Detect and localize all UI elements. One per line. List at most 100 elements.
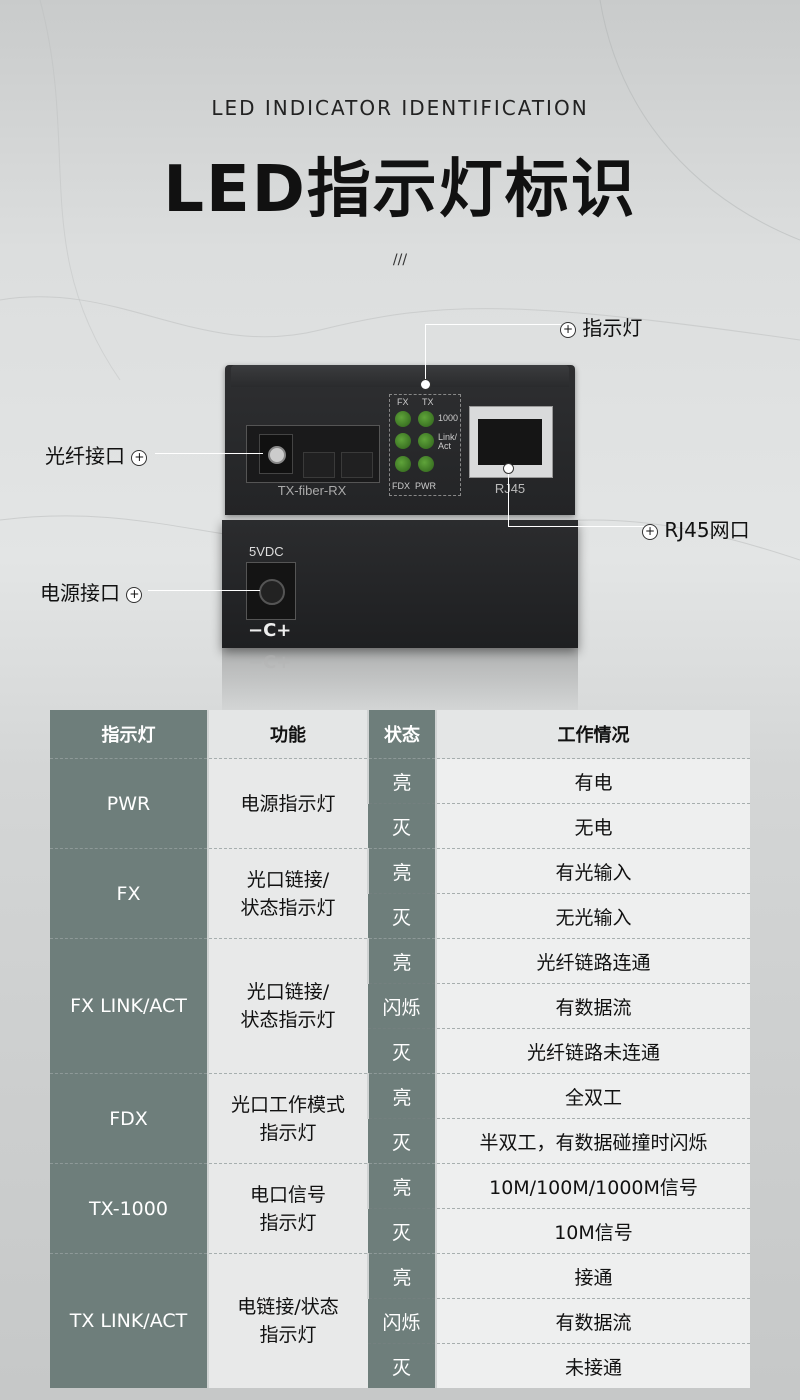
header-state: 状态 (367, 710, 436, 759)
led-pwr-icon (418, 456, 434, 472)
desc-cell: 10M/100M/1000M信号 (435, 1163, 750, 1209)
desc-cell: 全双工 (435, 1073, 750, 1119)
desc-cell: 未接通 (435, 1343, 750, 1388)
led-panel: FX TX 1000 Link/ Act FDX PWR (389, 394, 461, 496)
state-cell: 灭 (368, 803, 436, 849)
table-row: 闪烁 有数据流 (50, 983, 750, 1029)
callout-fiber: 光纤接口 + (45, 440, 148, 469)
dc-jack (246, 562, 296, 620)
table-row: 灭 无光输入 (50, 893, 750, 939)
desc-cell: 光纤链路未连通 (435, 1028, 750, 1074)
function-cell: 光口链接/状态指示灯 (207, 938, 368, 1074)
state-cell: 闪烁 (368, 983, 436, 1029)
state-cell: 灭 (368, 893, 436, 939)
dc-polarity-symbol: −C+ (248, 620, 292, 641)
fiber-port (246, 425, 380, 483)
rj45-port-label: RJ45 (494, 481, 526, 496)
table-row: 闪烁 有数据流 (50, 1298, 750, 1344)
state-cell: 灭 (368, 1343, 436, 1388)
table-row: 灭 半双工，有数据碰撞时闪烁 (50, 1118, 750, 1164)
function-cell: 光口工作模式指示灯 (207, 1073, 368, 1164)
indicator-cell: FX (50, 848, 208, 939)
state-cell: 闪烁 (368, 1298, 436, 1344)
state-cell: 亮 (367, 1073, 436, 1119)
callout-rj45: + RJ45网口 (642, 514, 750, 543)
table-row: 灭 10M信号 (50, 1208, 750, 1254)
dc-label: 5VDC (249, 544, 284, 559)
desc-cell: 有数据流 (435, 1298, 750, 1344)
callout-line-indicator (425, 324, 426, 382)
page-subtitle: LED INDICATOR IDENTIFICATION (211, 96, 589, 120)
table-row: 灭 无电 (50, 803, 750, 849)
desc-cell: 光纤链路连通 (435, 938, 750, 984)
table-row: FX 光口链接/状态指示灯 亮 有光输入 (50, 848, 750, 939)
callout-dot-indicator (420, 379, 431, 390)
state-cell: 亮 (367, 848, 436, 894)
indicator-cell: TX LINK/ACT (50, 1253, 208, 1388)
page-title: LED指示灯标识 (163, 153, 637, 227)
plus-icon: + (642, 523, 658, 540)
table-row: PWR 电源指示灯 亮 有电 (50, 758, 750, 849)
desc-cell: 无电 (435, 803, 750, 849)
callout-line-rj45 (508, 468, 509, 526)
led-tx-icon (418, 411, 434, 427)
indicator-cell: TX-1000 (50, 1163, 208, 1254)
state-cell: 亮 (367, 1163, 436, 1209)
led-fx-link-icon (395, 433, 411, 449)
callout-line-fiber (155, 453, 263, 454)
fiber-core-icon (268, 446, 286, 464)
state-cell: 灭 (368, 1028, 436, 1074)
fiber-port-label: TX-fiber-RX (277, 483, 347, 498)
led-fx-icon (395, 411, 411, 427)
state-cell: 灭 (368, 1118, 436, 1164)
state-cell: 亮 (367, 938, 436, 984)
header-function: 功能 (207, 710, 368, 759)
desc-cell: 有电 (435, 758, 750, 804)
table-row: 灭 未接通 (50, 1343, 750, 1388)
decorative-slashes: /// (392, 252, 408, 268)
indicator-cell: PWR (50, 758, 208, 849)
led-label-tx: TX (422, 397, 434, 407)
callout-dot-rj45 (503, 463, 514, 474)
led-fdx-icon (395, 456, 411, 472)
led-label-speed: 1000 (438, 413, 459, 423)
plus-icon: + (126, 586, 143, 603)
desc-cell: 有光输入 (435, 848, 750, 894)
header-indicator: 指示灯 (50, 710, 208, 759)
led-label-fdx: FDX (392, 481, 410, 491)
state-cell: 亮 (367, 758, 436, 804)
led-tx-link-icon (418, 433, 434, 449)
table-row: FX LINK/ACT 光口链接/状态指示灯 亮 光纤链路连通 (50, 938, 750, 1074)
desc-cell: 10M信号 (435, 1208, 750, 1254)
desc-cell: 接通 (435, 1253, 750, 1299)
dc-polarity-reflection: −C+ (248, 652, 292, 673)
function-cell: 电源指示灯 (207, 758, 368, 849)
function-cell: 光口链接/状态指示灯 (207, 848, 368, 939)
callout-line-power (148, 590, 260, 591)
led-label-pwr: PWR (415, 481, 436, 491)
device-reflection (222, 648, 578, 718)
led-indicator-table: 指示灯 功能 状态 工作情况 PWR 电源指示灯 亮 有电 灭 无电 FX 光口… (50, 710, 750, 1388)
function-cell: 电口信号指示灯 (207, 1163, 368, 1254)
led-label-fx: FX (397, 397, 409, 407)
table-row: FDX 光口工作模式指示灯 亮 全双工 (50, 1073, 750, 1164)
header-work-status: 工作情况 (435, 710, 750, 759)
led-label-link-act: Link/ Act (438, 432, 458, 451)
desc-cell: 半双工，有数据碰撞时闪烁 (435, 1118, 750, 1164)
indicator-cell: FX LINK/ACT (50, 938, 208, 1074)
plus-icon: + (131, 449, 148, 466)
dc-jack-hole-icon (259, 579, 285, 605)
table-header-row: 指示灯 功能 状态 工作情况 (50, 710, 750, 759)
function-cell: 电链接/状态指示灯 (207, 1253, 368, 1388)
state-cell: 灭 (368, 1208, 436, 1254)
callout-indicator: + 指示灯 (560, 312, 642, 341)
indicator-cell: FDX (50, 1073, 208, 1164)
desc-cell: 无光输入 (435, 893, 750, 939)
table-row: 灭 光纤链路未连通 (50, 1028, 750, 1074)
table-row: TX LINK/ACT 电链接/状态指示灯 亮 接通 (50, 1253, 750, 1388)
plus-icon: + (560, 321, 576, 338)
desc-cell: 有数据流 (435, 983, 750, 1029)
state-cell: 亮 (367, 1253, 436, 1299)
table-row: TX-1000 电口信号指示灯 亮 10M/100M/1000M信号 (50, 1163, 750, 1254)
callout-power: 电源接口 + (40, 577, 143, 606)
